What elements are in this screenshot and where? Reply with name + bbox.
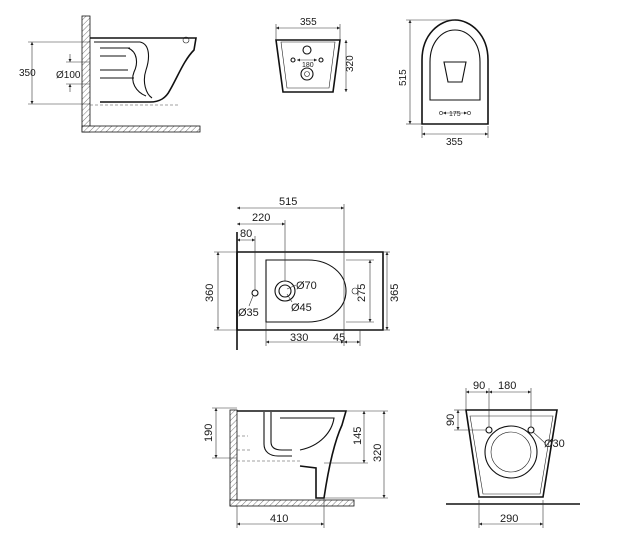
dim-width-290: 290 bbox=[500, 513, 518, 525]
dim-width-360: 360 bbox=[204, 284, 216, 302]
view-rear-bottom: 90 180 90 Ø30 290 bbox=[445, 380, 580, 528]
dim-offset-45: 45 bbox=[333, 332, 345, 344]
label-tap-outer-dia: Ø70 bbox=[296, 280, 317, 292]
view-back-top: 180 355 320 bbox=[275, 17, 356, 93]
dim-height-350: 350 bbox=[19, 68, 36, 79]
dim-seat-holes-175: 175 bbox=[449, 111, 461, 118]
dim-length-515-top: 515 bbox=[398, 69, 409, 86]
dim-height-190: 190 bbox=[203, 424, 215, 442]
label-tap-inner-dia: Ø45 bbox=[291, 302, 312, 314]
dim-width-275: 275 bbox=[356, 284, 368, 302]
dim-height-320-back: 320 bbox=[345, 55, 356, 72]
dim-to-tap-220: 220 bbox=[252, 212, 270, 224]
dim-height-145: 145 bbox=[352, 427, 364, 445]
view-side-section-top: 350 Ø100 bbox=[19, 15, 201, 133]
dim-left-offset-90: 90 bbox=[473, 380, 485, 392]
dim-depth-330: 330 bbox=[290, 332, 308, 344]
dim-pipe-diameter: Ø100 bbox=[56, 70, 81, 81]
dim-width-355-back: 355 bbox=[300, 17, 317, 28]
dim-width-355-top: 355 bbox=[446, 137, 463, 148]
dim-length-410: 410 bbox=[270, 513, 288, 525]
dim-to-waste-80: 80 bbox=[240, 228, 252, 240]
dim-spacing-180: 180 bbox=[498, 380, 516, 392]
label-hole-dia-30: Ø30 bbox=[544, 438, 565, 450]
dim-height-320: 320 bbox=[372, 444, 384, 462]
dim-hole-spacing-180: 180 bbox=[302, 62, 314, 69]
dim-vertical-90: 90 bbox=[445, 414, 457, 426]
label-overflow-dia: Ø35 bbox=[238, 307, 259, 319]
view-top-plan-small: 175 515 355 bbox=[398, 19, 489, 148]
view-side-section-bottom: 190 145 320 410 bbox=[203, 407, 388, 528]
view-plan-center: 515 220 80 360 365 275 330 45 Ø70 Ø45 bbox=[204, 196, 401, 350]
dim-overall-515: 515 bbox=[279, 196, 297, 208]
dim-width-365: 365 bbox=[389, 284, 401, 302]
